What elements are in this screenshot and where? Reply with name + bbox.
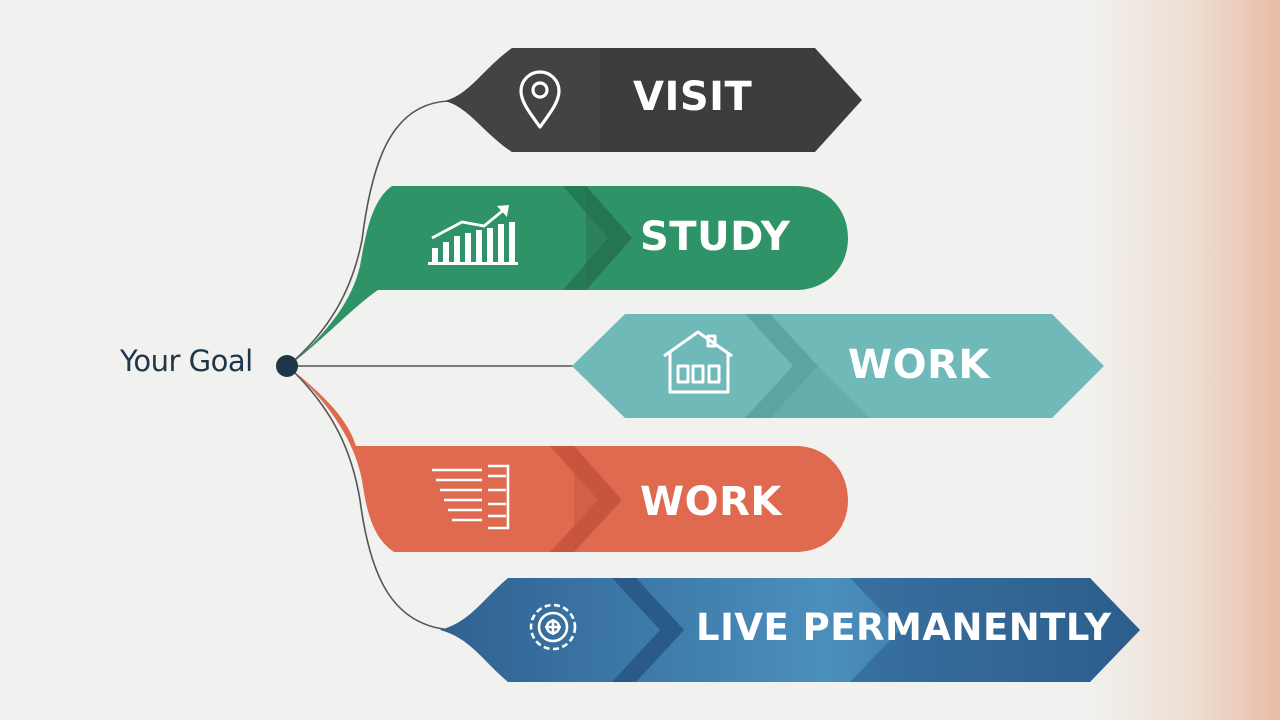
branch-study (290, 186, 848, 365)
branch-label-study: STUDY (640, 214, 791, 260)
connector-visit (287, 100, 449, 367)
branch-label-visit: VISIT (633, 74, 753, 120)
branch-label-work-teal: WORK (848, 342, 990, 388)
branch-work-teal (572, 314, 1104, 418)
bar-chart-icon (428, 205, 518, 265)
gear-icon (529, 603, 577, 651)
root-label: Your Goal (120, 344, 253, 378)
branch-label-live-permanently: LIVE PERMANENTLY (696, 606, 1112, 649)
branch-live-permanently (440, 578, 1140, 682)
branch-work-orange (290, 368, 848, 552)
connector-live (287, 365, 453, 631)
background-gradient (1090, 0, 1280, 720)
document-lines-icon (432, 464, 510, 530)
root-dot (276, 355, 298, 377)
banner-study (290, 186, 848, 365)
map-pin-icon (519, 70, 561, 129)
branch-label-work-orange: WORK (640, 479, 782, 525)
house-icon (663, 330, 733, 394)
